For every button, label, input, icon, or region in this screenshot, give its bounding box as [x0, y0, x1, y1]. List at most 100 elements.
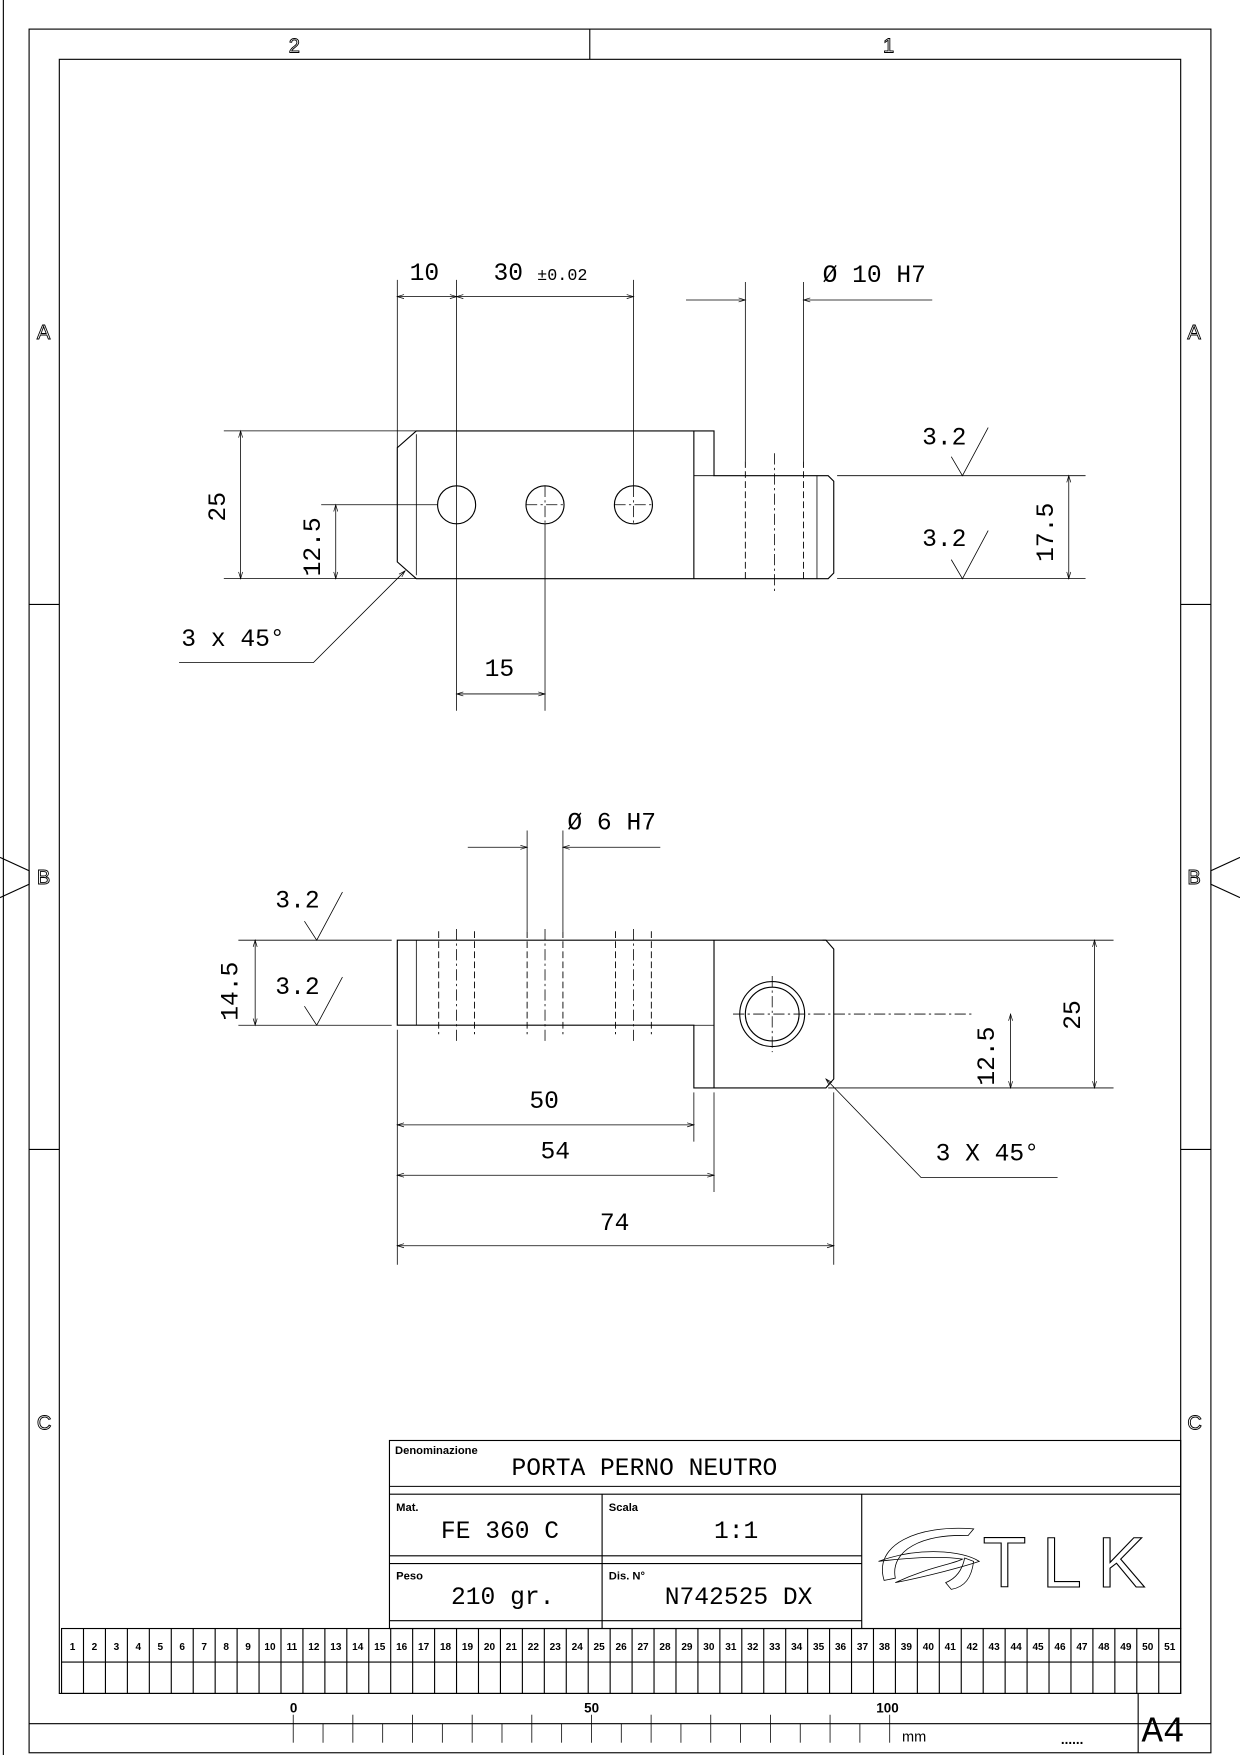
grid-number: 4	[136, 1642, 142, 1653]
grid-number: 9	[245, 1642, 251, 1653]
grid-number: 48	[1098, 1642, 1110, 1653]
grid-number: 51	[1164, 1642, 1176, 1653]
grid-number: 5	[157, 1642, 163, 1653]
grid-number: 31	[725, 1642, 737, 1653]
grid-number: 20	[484, 1642, 496, 1653]
grid-number: 19	[462, 1642, 474, 1653]
zone-row-b-left: B	[37, 867, 50, 889]
company-logo: TLK	[878, 1523, 1161, 1604]
grid-number: 35	[813, 1642, 825, 1653]
grid-number: 37	[857, 1642, 869, 1653]
grid-number: 8	[223, 1642, 229, 1653]
title-block: Denominazione PORTA PERNO NEUTRO Mat. FE…	[388, 1439, 1182, 1630]
grid-number: 46	[1054, 1642, 1066, 1653]
grid-number: 2	[92, 1642, 98, 1653]
dim-30-tolerance: ±0.02	[537, 267, 587, 286]
ruler-unit: mm	[902, 1730, 926, 1746]
grid-number: 43	[989, 1642, 1001, 1653]
grid-number: 42	[967, 1642, 979, 1653]
roughness-symbol	[304, 976, 343, 1027]
grid-number: 28	[659, 1642, 671, 1653]
dim-12-5: 12.5	[301, 517, 328, 576]
dim-25: 25	[1061, 1000, 1088, 1030]
grid-number: 24	[572, 1642, 584, 1653]
grid-number: 6	[179, 1642, 185, 1653]
grid-number: 34	[791, 1642, 803, 1653]
grid-number: 32	[747, 1642, 759, 1653]
dim-hole-10: Ø 10 H7	[823, 263, 926, 290]
weight-label: Peso	[396, 1570, 423, 1582]
grid-number: 40	[923, 1642, 935, 1653]
logo-text: TLK	[983, 1523, 1161, 1603]
top-view: 10 30 ±0.02 Ø 10 H7 25 12.5 17.5 3.2 3.2…	[179, 261, 1086, 711]
grid-number: 47	[1076, 1642, 1088, 1653]
zone-labels: 2 1 A A B B C C	[36, 35, 1202, 1435]
roughness-symbol	[304, 891, 343, 941]
sheet-format: A4	[1142, 1712, 1185, 1753]
centering-mark-left	[0, 856, 30, 899]
scale-label: Scala	[609, 1502, 639, 1514]
grid-number: 39	[901, 1642, 913, 1653]
chamfer-note: 3 X 45°	[936, 1142, 1039, 1169]
dim-74: 74	[600, 1211, 630, 1238]
grid-number: 15	[374, 1642, 386, 1653]
grid-number: 30	[703, 1642, 715, 1653]
grid-number: 14	[352, 1642, 364, 1653]
centering-mark-right	[1210, 856, 1240, 899]
grid-number: 17	[418, 1642, 430, 1653]
grid-number: 16	[396, 1642, 408, 1653]
dim-17-5: 17.5	[1034, 503, 1061, 562]
bottom-view: Ø 6 H7 14.5 3.2 3.2 12.5 25 50 54 74 3 X…	[218, 810, 1114, 1265]
scale-value: 1:1	[714, 1519, 758, 1546]
roughness-top: 3.2	[275, 889, 319, 916]
dim-54: 54	[541, 1139, 571, 1166]
material-value: FE 360 C	[441, 1519, 559, 1546]
zone-row-c-left: C	[37, 1412, 52, 1434]
grid-number: 26	[616, 1642, 628, 1653]
grid-number: 11	[287, 1642, 298, 1653]
roughness-bottom: 3.2	[275, 975, 319, 1002]
roughness-top: 3.2	[922, 425, 966, 452]
chamfer-note: 3 x 45°	[181, 627, 284, 654]
dim-12-5: 12.5	[975, 1027, 1002, 1086]
zone-col-2: 2	[289, 36, 300, 58]
grid-number: 18	[440, 1642, 452, 1653]
ruler-label-50: 50	[584, 1700, 599, 1715]
grid-number: 36	[835, 1642, 847, 1653]
ruler-dots: ......	[1061, 1732, 1083, 1747]
dim-10: 10	[410, 261, 440, 288]
dim-15: 15	[485, 657, 515, 684]
dim-50: 50	[529, 1089, 559, 1116]
grid-number: 21	[506, 1642, 518, 1653]
roughness-symbol	[950, 530, 989, 580]
ruler-label-100: 100	[876, 1700, 898, 1715]
grid-number: 23	[550, 1642, 562, 1653]
dim-30: 30	[494, 261, 524, 288]
zone-row-a-right: A	[1187, 322, 1201, 344]
zone-row-b-right: B	[1187, 867, 1200, 889]
part-name: PORTA PERNO NEUTRO	[511, 1456, 777, 1483]
grid-number: 33	[769, 1642, 781, 1653]
roughness-symbol	[950, 427, 989, 477]
grid-number: 22	[528, 1642, 540, 1653]
scale-ruler: 0 50 100 mm ...... A4	[290, 1693, 1185, 1753]
grid-number: 7	[201, 1642, 207, 1653]
dim-14-5: 14.5	[218, 962, 245, 1021]
ruler-label-0: 0	[290, 1700, 297, 1715]
grid-number: 44	[1011, 1642, 1023, 1653]
dim-25: 25	[206, 492, 233, 522]
zone-col-1: 1	[883, 36, 894, 58]
grid-number: 10	[264, 1642, 276, 1653]
denominazione-label: Denominazione	[395, 1445, 478, 1457]
grid-number: 38	[879, 1642, 891, 1653]
grid-number: 1	[70, 1642, 76, 1653]
grid-number: 50	[1142, 1642, 1154, 1653]
roughness-bottom: 3.2	[922, 527, 966, 554]
drawing-number: N742525 DX	[665, 1585, 813, 1612]
grid-number: 27	[637, 1642, 649, 1653]
zone-row-c-right: C	[1187, 1412, 1202, 1434]
dim-hole-6: Ø 6 H7	[567, 810, 656, 837]
